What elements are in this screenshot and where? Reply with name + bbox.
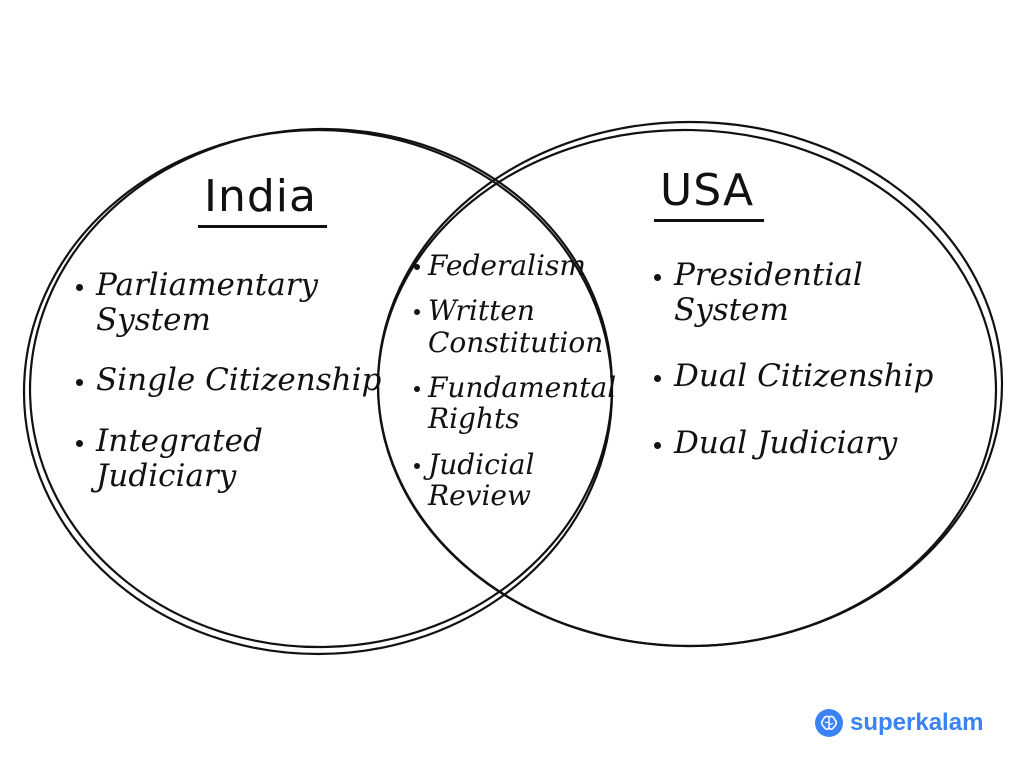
- superkalam-logo: superkalam: [814, 708, 983, 738]
- usa-title: USA: [654, 166, 765, 223]
- india-circle: [22, 127, 614, 656]
- india-title: India: [198, 172, 327, 229]
- list-item: Parliamentary System: [74, 268, 381, 337]
- list-item: Presidential System: [652, 258, 933, 327]
- list-item: Federalism: [412, 250, 616, 281]
- india-list: Parliamentary System Single Citizenship …: [74, 268, 381, 520]
- list-item: Integrated Judiciary: [74, 424, 381, 493]
- list-item: Fundamental Rights: [412, 372, 616, 435]
- list-item: Dual Judiciary: [652, 426, 933, 461]
- usa-circle: [376, 120, 1004, 648]
- list-item: Single Citizenship: [74, 363, 381, 398]
- intersection-list: Federalism Written Constitution Fundamen…: [412, 250, 616, 526]
- list-item: Judicial Review: [412, 449, 616, 512]
- list-item: Written Constitution: [412, 295, 616, 358]
- usa-list: Presidential System Dual Citizenship Dua…: [652, 258, 933, 493]
- brain-icon: [815, 709, 843, 737]
- list-item: Dual Citizenship: [652, 359, 933, 394]
- logo-text: superkalam: [850, 709, 984, 736]
